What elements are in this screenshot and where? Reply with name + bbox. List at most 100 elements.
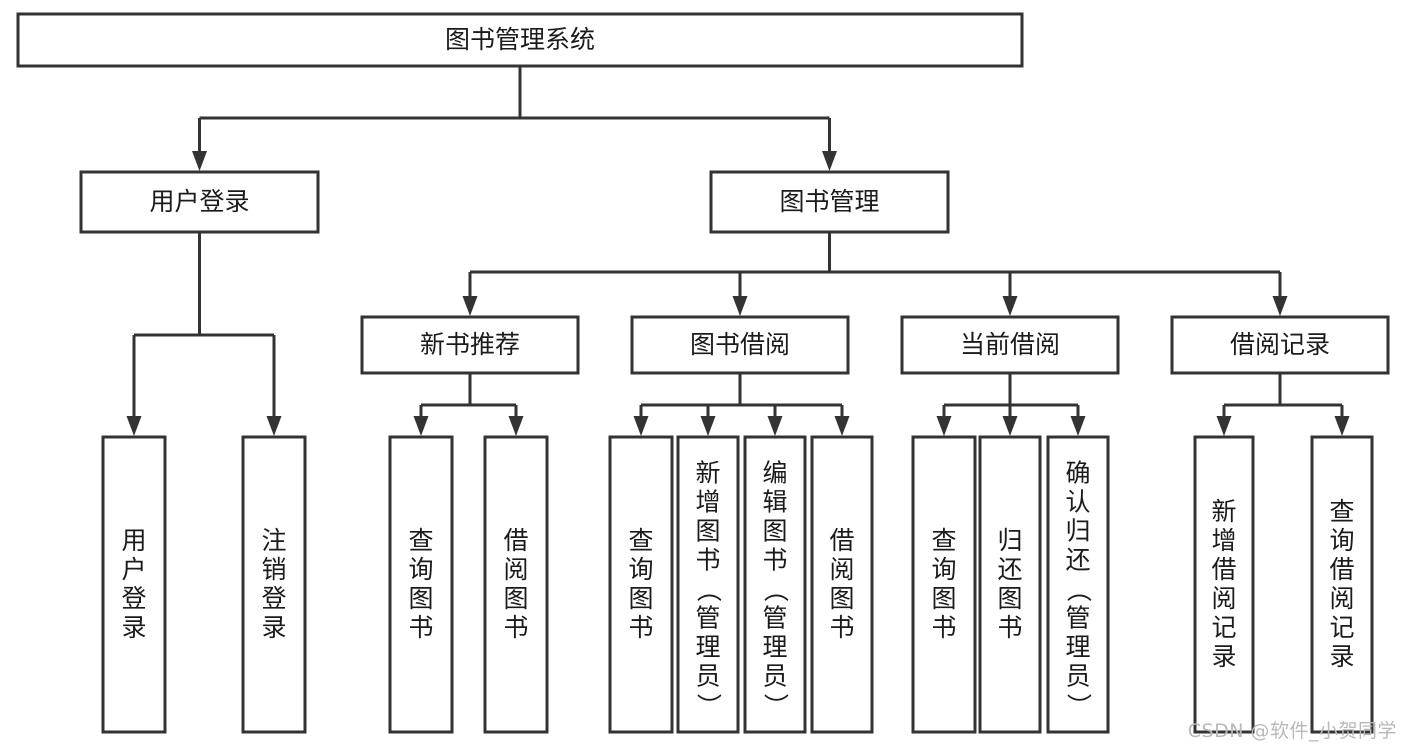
- node-box: [743, 435, 807, 734]
- node-label-char: 确: [1065, 459, 1090, 488]
- node-label-char: 询: [1329, 526, 1354, 555]
- nodes-layer: 图书管理系统用户登录图书管理新书推荐图书借阅当前借阅借阅记录用户登录注销登录查询…: [16, 12, 1390, 734]
- node-label: 用户登录: [149, 187, 249, 216]
- node-label-char: 理: [695, 633, 720, 662]
- node-label-char: 管: [1065, 604, 1090, 633]
- diagram-node-borrow-record[interactable]: 借阅记录: [1170, 315, 1390, 375]
- node-label-char: 增: [695, 488, 720, 517]
- node-label: 当前借阅: [960, 330, 1060, 359]
- arrow-head-icon: [192, 151, 207, 171]
- arrow-head-icon: [1070, 416, 1086, 436]
- node-label: 用户登录: [121, 526, 146, 642]
- node-label-char: 新: [695, 459, 720, 488]
- node-label-char: 图: [931, 584, 956, 613]
- node-label-char: 注: [261, 526, 286, 555]
- node-box: [16, 12, 1024, 68]
- diagram-node-root[interactable]: 图书管理系统: [16, 12, 1024, 68]
- node-label-char: 员: [1065, 662, 1090, 691]
- node-label-char: 阅: [829, 555, 854, 584]
- node-label: 借阅记录: [1230, 330, 1330, 359]
- node-label: 图书管理系统: [445, 25, 595, 54]
- node-label-char: 查: [931, 526, 956, 555]
- node-label-char: 编: [762, 459, 787, 488]
- arrow-head-icon: [822, 151, 837, 171]
- node-label-char: 管: [695, 604, 720, 633]
- diagram-node-current-borrow[interactable]: 当前借阅: [900, 315, 1120, 375]
- node-label: 新书推荐: [420, 330, 520, 359]
- arrow-head-icon: [1002, 416, 1018, 436]
- arrow-head-icon: [633, 416, 649, 436]
- node-box: [911, 435, 977, 734]
- node-label-char: 询: [408, 555, 433, 584]
- node-box: [360, 315, 580, 375]
- node-label-char: 登: [121, 584, 146, 613]
- node-box: [810, 435, 874, 734]
- arrow-head-icon: [462, 296, 478, 316]
- node-box: [79, 170, 320, 234]
- node-label-char: 记: [1329, 613, 1354, 642]
- node-label-char: 登: [261, 584, 286, 613]
- node-label-char: 管: [762, 604, 787, 633]
- node-label-char: （: [761, 577, 790, 602]
- node-label-char: 新: [1211, 497, 1236, 526]
- node-label-char: ）: [1064, 693, 1093, 718]
- node-box: [709, 170, 950, 234]
- arrow-head-icon: [936, 416, 952, 436]
- arrow-head-icon: [126, 416, 142, 436]
- node-label-char: 书: [829, 613, 854, 642]
- node-label-char: 阅: [1211, 584, 1236, 613]
- node-box: [676, 435, 740, 734]
- arrow-head-icon: [508, 416, 524, 436]
- arrow-head-icon: [834, 416, 850, 436]
- node-label-char: 录: [1211, 642, 1236, 671]
- arrow-head-icon: [700, 416, 716, 436]
- node-label-char: 阅: [1329, 584, 1354, 613]
- arrow-head-icon: [732, 296, 748, 316]
- node-box: [241, 435, 307, 734]
- node-label: 图书借阅: [690, 330, 790, 359]
- node-label-char: 归: [997, 526, 1022, 555]
- node-label-char: 理: [762, 633, 787, 662]
- node-label-char: 用: [121, 526, 146, 555]
- node-box: [630, 315, 850, 375]
- arrow-head-icon: [266, 416, 282, 436]
- node-label-char: 录: [261, 613, 286, 642]
- diagram-node-leaf-user-login[interactable]: 用户登录: [101, 435, 167, 734]
- node-box: [608, 435, 674, 734]
- diagram-node-new-book-rec[interactable]: 新书推荐: [360, 315, 580, 375]
- node-label-char: 书: [931, 613, 956, 642]
- node-label-char: 借: [1211, 555, 1236, 584]
- node-label-char: 户: [121, 555, 146, 584]
- diagram-node-user-login[interactable]: 用户登录: [79, 170, 320, 234]
- node-label-char: 记: [1211, 613, 1236, 642]
- diagram-node-book-manage[interactable]: 图书管理: [709, 170, 950, 234]
- node-label-char: 录: [121, 613, 146, 642]
- node-label-char: 理: [1065, 633, 1090, 662]
- node-label-char: 图: [829, 584, 854, 613]
- node-label-char: 图: [762, 517, 787, 546]
- node-label-char: （: [694, 577, 723, 602]
- node-label-char: （: [1064, 577, 1093, 602]
- diagram-node-book-borrow[interactable]: 图书借阅: [630, 315, 850, 375]
